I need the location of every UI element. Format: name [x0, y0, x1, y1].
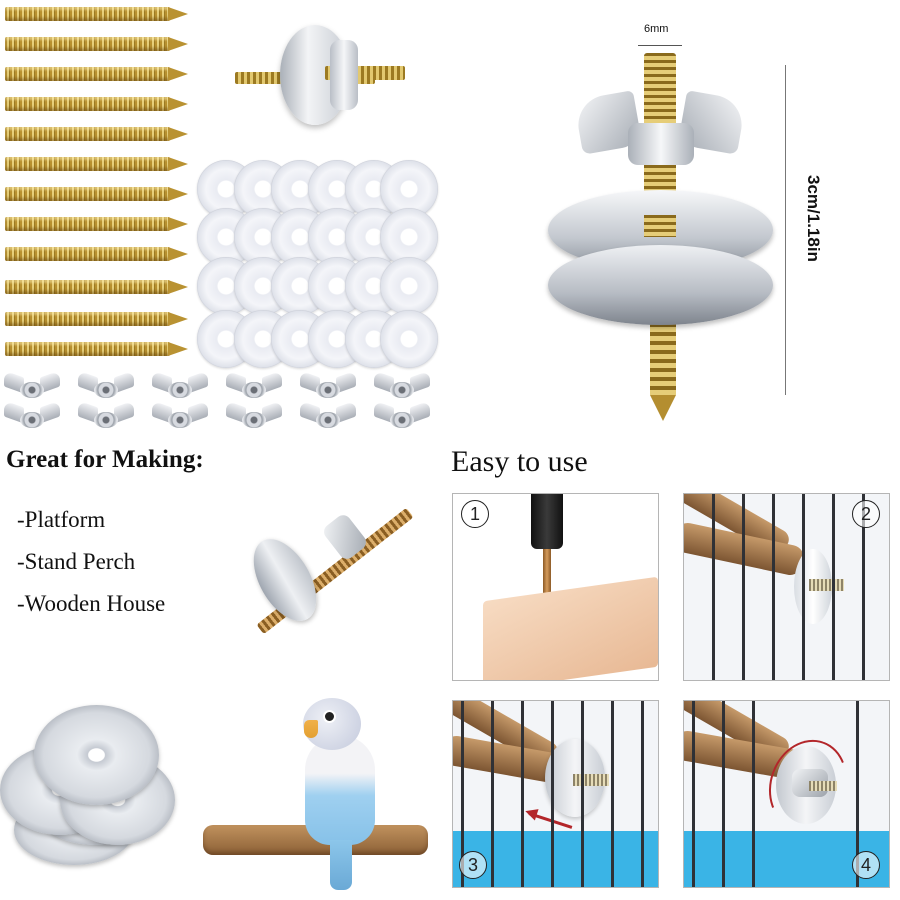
length-line	[785, 65, 786, 395]
hanger-bolt	[5, 340, 188, 358]
step-number-badge: 3	[459, 851, 487, 879]
hanger-bolt	[5, 278, 188, 296]
hanger-bolt	[5, 185, 188, 203]
step-3-panel: 3	[452, 700, 659, 888]
step-number-badge: 1	[461, 500, 489, 528]
uses-item-platform: -Platform	[17, 507, 106, 532]
uses-item-stand-perch: -Stand Perch	[17, 549, 136, 574]
step-4-panel: 4	[683, 700, 890, 888]
length-label: 3cm/1.18in	[804, 175, 823, 262]
wood-block	[483, 576, 658, 680]
parrot-on-perch	[200, 695, 450, 895]
steel-washers-stack	[0, 695, 180, 875]
step-2-panel: 2	[683, 493, 890, 681]
assembled-bolt-small	[230, 20, 410, 140]
drill-icon	[531, 494, 563, 549]
hanger-bolt	[5, 155, 188, 173]
plastic-washers-grid	[195, 160, 440, 370]
instructions-heading: Easy to use	[451, 445, 588, 478]
hanger-bolt	[5, 310, 188, 328]
hanger-bolt	[5, 65, 188, 83]
parrot-body	[305, 735, 375, 845]
step-number-badge: 4	[852, 851, 880, 879]
hanger-bolts-group	[0, 0, 195, 365]
hanger-bolt	[5, 125, 188, 143]
parrot-beak	[304, 720, 318, 738]
parrot-eye	[323, 710, 336, 723]
hanger-bolt	[5, 35, 188, 53]
assembled-bolt-diagonal	[230, 495, 420, 650]
dimension-diagram: 6mm 3cm/1.18in	[540, 15, 840, 425]
wing-nuts-group	[0, 370, 445, 442]
hanger-bolt	[5, 245, 188, 263]
thread-width-label: 6mm	[644, 23, 669, 35]
uses-heading: Great for Making:	[6, 446, 204, 473]
step-1-panel: 1	[452, 493, 659, 681]
steel-washer	[548, 245, 773, 325]
hanger-bolt	[5, 5, 188, 23]
thread-width-line	[638, 45, 682, 46]
step-number-badge: 2	[852, 500, 880, 528]
uses-item-wooden-house: -Wooden House	[17, 591, 166, 616]
hanger-bolt	[5, 95, 188, 113]
hanger-bolt	[5, 215, 188, 233]
